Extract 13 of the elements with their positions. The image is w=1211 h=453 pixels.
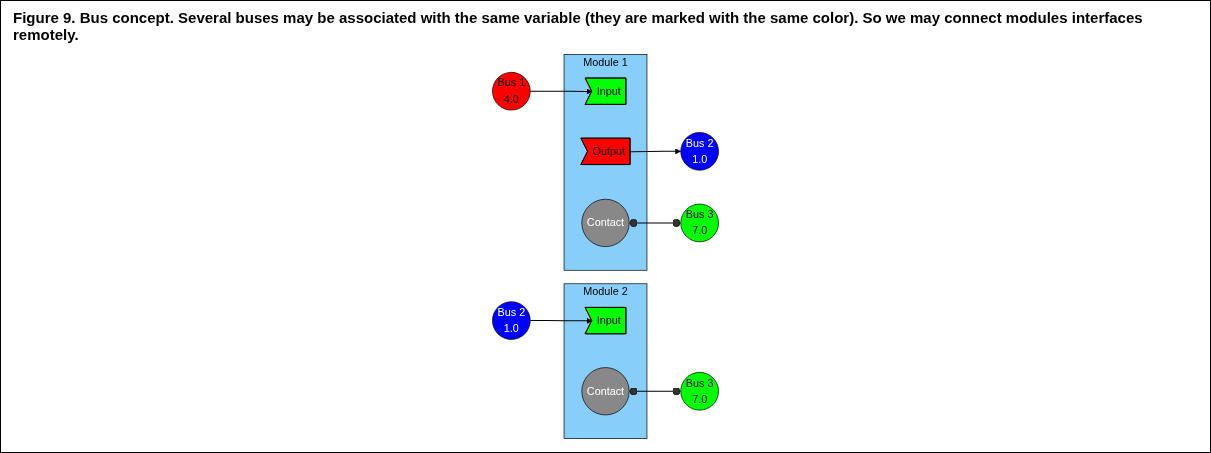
node-circle: Bus 2 1.0: [492, 301, 531, 340]
arrow: [629, 148, 682, 155]
arrow: [529, 88, 593, 95]
node-circle: Contact: [581, 367, 630, 416]
node-circle: Contact: [581, 198, 630, 247]
connector: [628, 218, 682, 227]
connector: [628, 387, 682, 396]
arrow: [529, 317, 593, 324]
node-circle: Bus 3 7.0: [680, 372, 719, 411]
node-circle: Bus 2 1.0: [680, 132, 719, 171]
node-circle: Bus 3 7.0: [680, 203, 719, 243]
figure-title: Figure 9. Bus concept. Several buses may be associated with the same variable (they are marked with the same color). So we may connect modules interfaces remotely.: [13, 9, 1144, 43]
node-circle: Bus 1 4.0: [492, 72, 531, 111]
